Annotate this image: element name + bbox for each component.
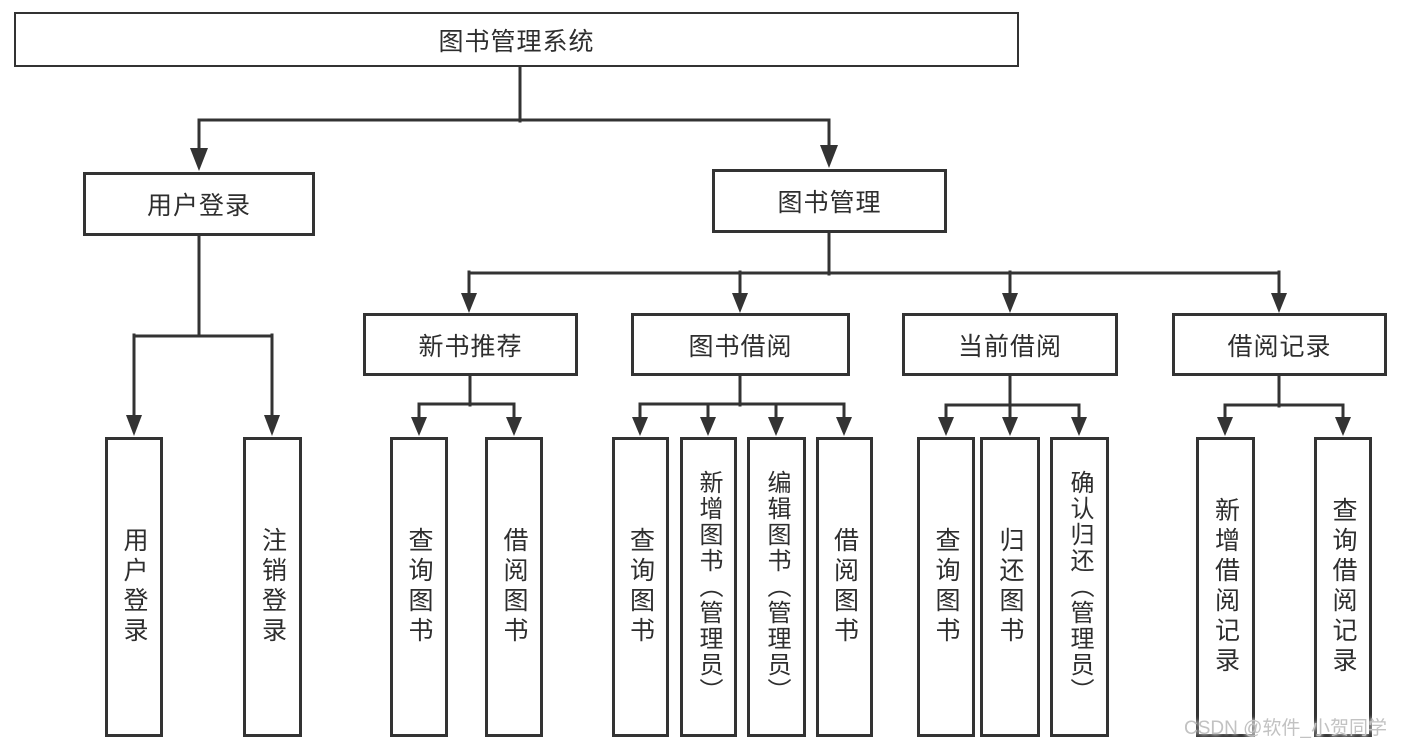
arrowhead: [632, 417, 648, 436]
leaf-query-books-2: 查询图书: [612, 437, 669, 737]
arrowhead: [836, 417, 852, 436]
leaf-label: 新增图书（管理员）: [695, 470, 722, 704]
leaf-borrow-books-1: 借阅图书: [485, 437, 543, 737]
arrowhead: [938, 417, 954, 436]
leaf-label: 查询借阅记录: [1329, 497, 1357, 677]
arrowhead: [1002, 417, 1018, 436]
arrowhead: [264, 415, 280, 436]
leaf-label: 注销登录: [258, 527, 287, 647]
leaf-label: 借阅图书: [830, 527, 859, 647]
leaf-label: 归还图书: [996, 527, 1024, 647]
leaf-label: 用户登录: [120, 527, 148, 647]
arrowhead: [732, 293, 748, 313]
leaf-return-books: 归还图书: [980, 437, 1040, 737]
csdn-watermark: CSDN @软件_小贺同学: [1184, 718, 1387, 739]
leaf-label: 查询图书: [932, 527, 960, 647]
arrowhead: [820, 145, 838, 168]
arrowhead: [1002, 293, 1018, 313]
leaf-label: 查询图书: [405, 527, 433, 647]
leaf-label: 借阅图书: [500, 527, 528, 647]
node-book-borrowing: 图书借阅: [631, 313, 850, 376]
node-borrowing-records: 借阅记录: [1172, 313, 1387, 376]
arrowhead: [700, 417, 716, 436]
leaf-add-books-admin: 新增图书（管理员）: [680, 437, 737, 737]
arrowhead: [1271, 293, 1287, 313]
leaf-query-books-3: 查询图书: [917, 437, 975, 737]
node-new-book-recommendation: 新书推荐: [363, 313, 578, 376]
leaf-borrow-books-2: 借阅图书: [816, 437, 873, 737]
node-user-login: 用户登录: [83, 172, 315, 236]
leaf-logout: 注销登录: [243, 437, 302, 737]
leaf-edit-books-admin: 编辑图书（管理员）: [747, 437, 806, 737]
arrowhead: [190, 148, 208, 171]
leaf-user-login: 用户登录: [105, 437, 163, 737]
arrowhead: [461, 293, 477, 313]
leaf-query-books-1: 查询图书: [390, 437, 448, 737]
arrowhead: [506, 417, 522, 436]
leaf-label: 编辑图书（管理员）: [763, 470, 790, 704]
node-library-management-system: 图书管理系统: [14, 12, 1019, 67]
leaf-confirm-return-admin: 确认归还（管理员）: [1050, 437, 1109, 737]
arrowhead: [768, 417, 784, 436]
leaf-add-borrow-record: 新增借阅记录: [1196, 437, 1255, 737]
leaf-label: 查询图书: [626, 527, 655, 647]
arrowhead: [126, 415, 142, 436]
node-book-management: 图书管理: [712, 169, 947, 233]
arrowhead: [1335, 417, 1351, 436]
node-current-borrowing: 当前借阅: [902, 313, 1118, 376]
leaf-label: 新增借阅记录: [1211, 497, 1240, 677]
leaf-label: 确认归还（管理员）: [1066, 470, 1093, 704]
arrowhead: [1217, 417, 1233, 436]
arrowhead: [1071, 417, 1087, 436]
arrowhead: [411, 417, 427, 436]
leaf-query-borrow-record: 查询借阅记录: [1314, 437, 1372, 737]
